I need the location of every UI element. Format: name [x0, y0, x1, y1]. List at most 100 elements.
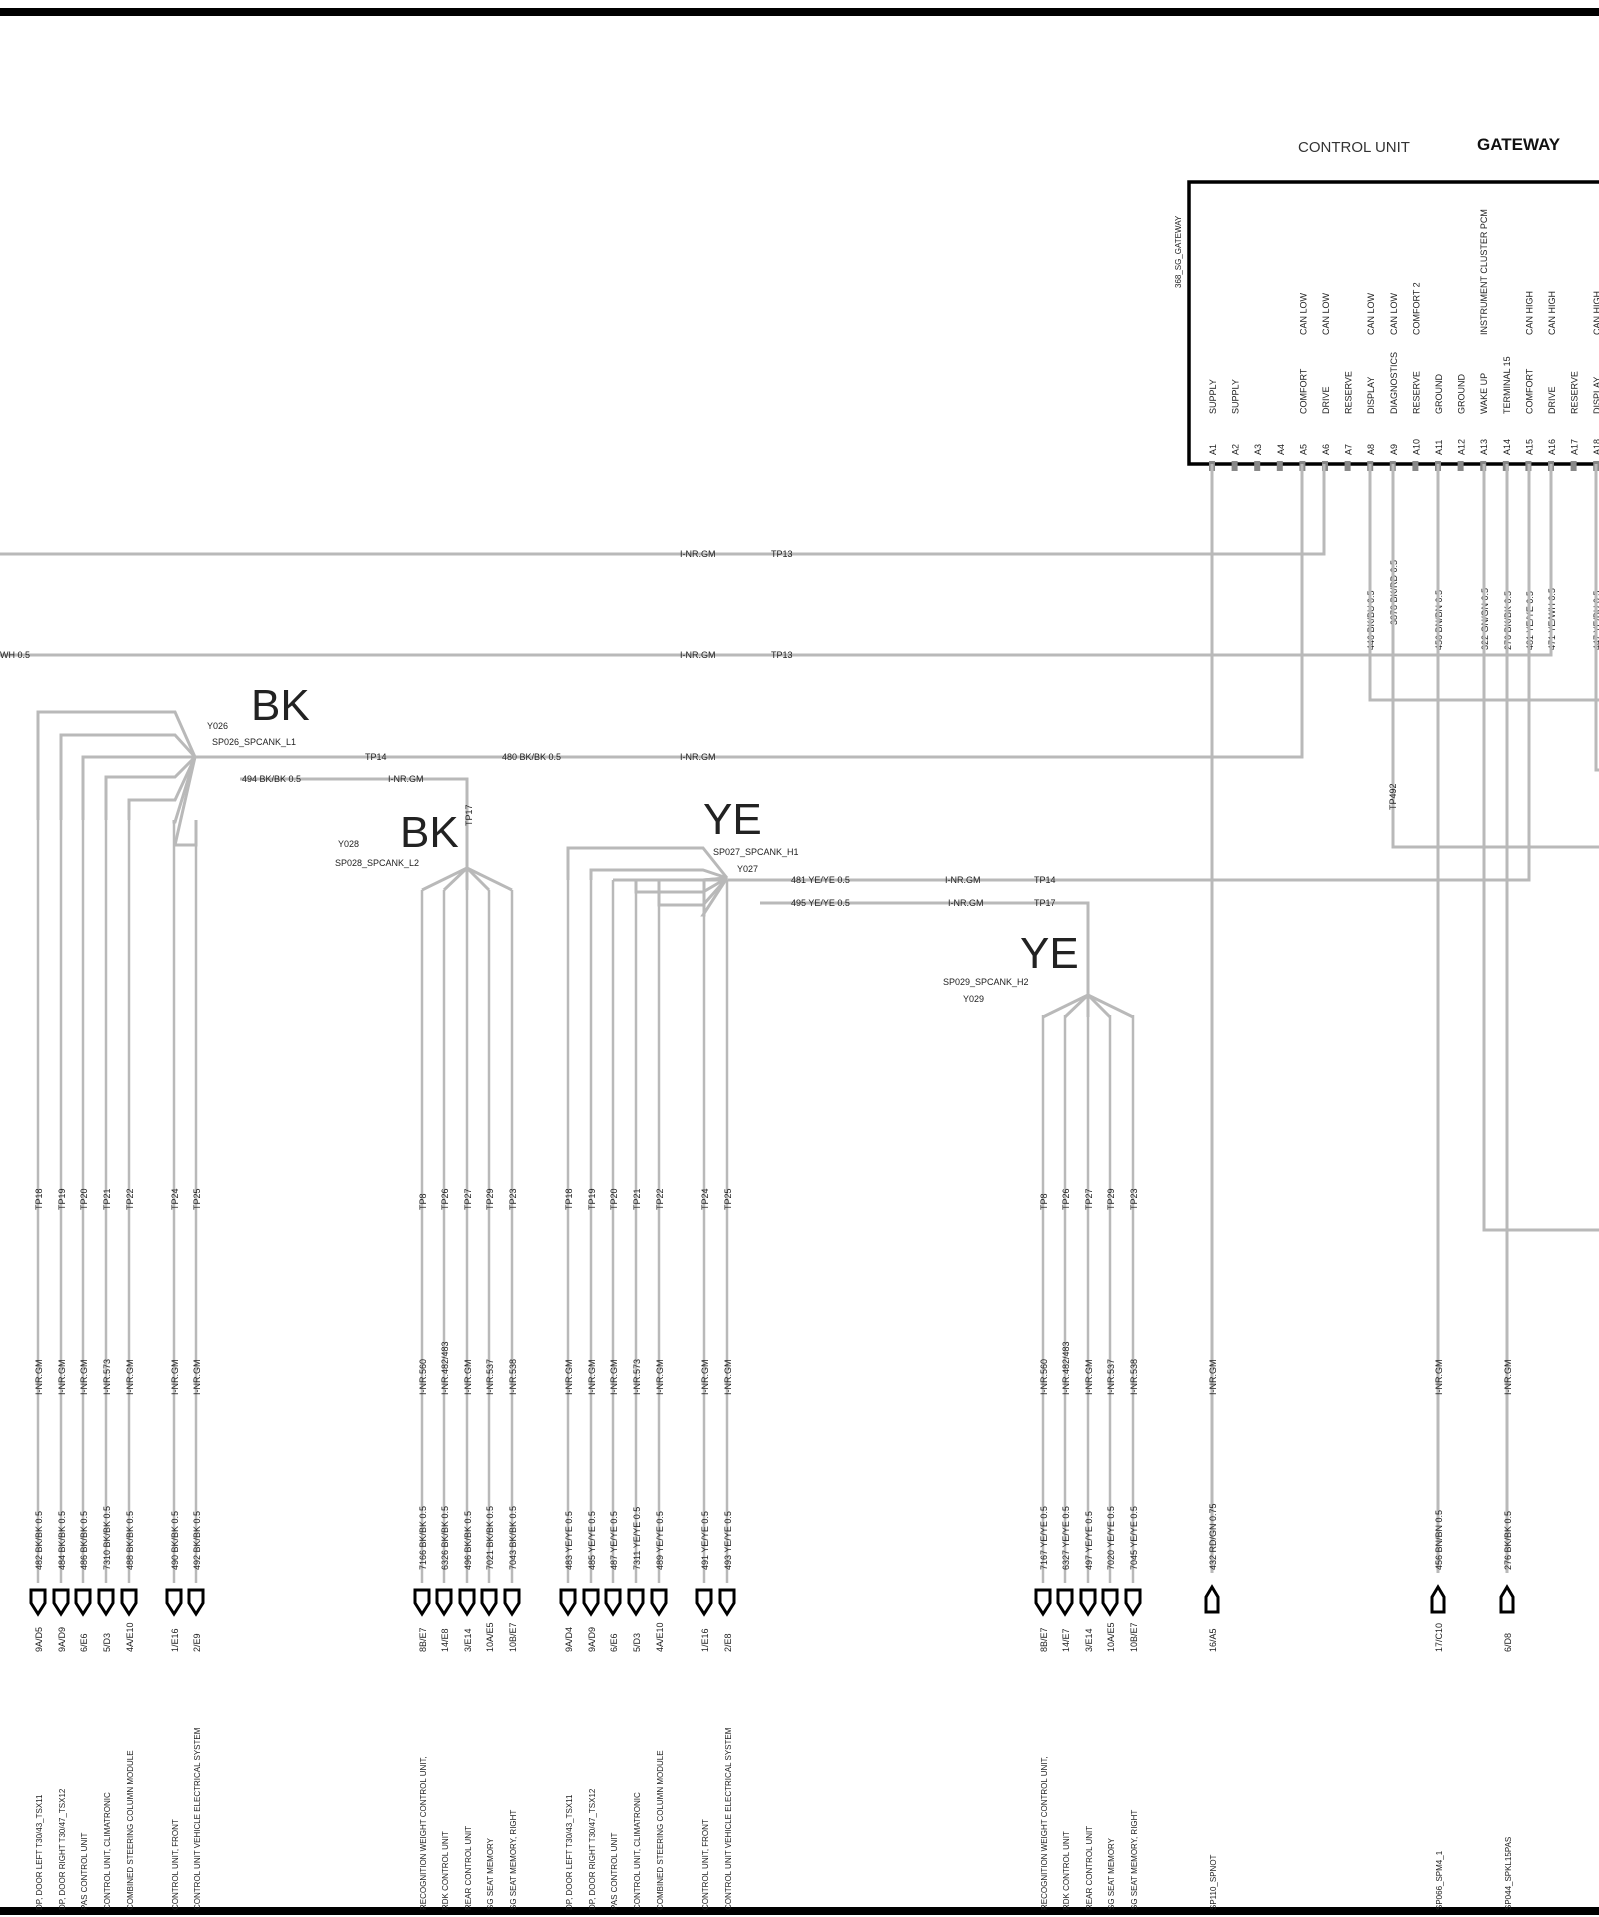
gateway-pin-sig-a8: CAN LOW	[1366, 292, 1376, 335]
ye-h2-fan-line	[1042, 993, 1089, 1019]
control-unit-label: CONTROL UNIT	[1298, 139, 1410, 156]
branch-connector-label: 8B/E7	[1039, 1627, 1049, 1652]
connector-arrow	[29, 1588, 47, 1617]
branch-connector-label: 1/E16	[170, 1628, 180, 1652]
bus-line-a8	[1368, 464, 1599, 702]
branch-destination-label: CONTROL UNIT VEHICLE ELECTRICAL SYSTEM	[193, 1727, 202, 1910]
branch-wire-label: 487 YE/YE 0.5	[609, 1511, 619, 1570]
connector-arrow	[1101, 1588, 1119, 1617]
ye-h1-fan-line	[702, 876, 728, 882]
branch-connector-label: 9A/D4	[564, 1627, 574, 1652]
inr-gm-label-1: I-NR.GM	[680, 549, 716, 559]
branch-wire-label: 432 RD/GN 0.75	[1208, 1503, 1218, 1570]
branch-destination-label: REAR CONTROL UNIT	[464, 1826, 473, 1910]
connector-arrow	[1079, 1588, 1097, 1617]
branch-wire-label: 7311 YE/YE 0.5	[632, 1507, 642, 1570]
branch-inr-label: I-NR.GM	[34, 1360, 44, 1396]
splice-id-y028: Y028	[338, 839, 359, 849]
branch-destination-label: SG SEAT MEMORY, RIGHT	[509, 1810, 518, 1910]
connector-arrow	[1056, 1588, 1074, 1617]
branch-wire-label: 7167 YE/YE 0.5	[1039, 1506, 1049, 1570]
gateway-title: GATEWAY	[1477, 135, 1561, 154]
inr-gm-label-4: I-NR.GM	[388, 774, 424, 784]
gateway-pin-stub	[1457, 461, 1464, 471]
splice-name-y027: SP027_SPCANK_H1	[713, 847, 799, 857]
branch-wire-label: 496 BK/BK 0.5	[463, 1511, 473, 1570]
gateway-pin-func-a9: DIAGNOSTICS	[1389, 352, 1399, 414]
gateway-pin-func-a13: WAKE UP	[1479, 373, 1489, 414]
branch-wire-label: 488 BK/BK 0.5	[125, 1511, 135, 1570]
branch-inr-label: I-NR.573	[102, 1359, 112, 1395]
connector-arrow	[627, 1588, 645, 1617]
branch-destination-label: CONTROL UNIT, FRONT	[701, 1819, 710, 1910]
branch-connector-label: 3/E14	[463, 1628, 473, 1652]
branch-destination-label: RDK CONTROL UNIT	[441, 1831, 450, 1910]
branch-wire-label: 485 YE/YE 0.5	[587, 1511, 597, 1570]
branch-destination-label: SP066_SPM4_1	[1435, 1850, 1444, 1910]
tp17-label-1: TP17	[464, 804, 474, 826]
splice-name-y026: SP026_SPCANK_L1	[212, 737, 296, 747]
gateway-pin-a6: A6	[1321, 444, 1331, 455]
branch-tp-label: TP23	[1129, 1188, 1139, 1210]
tp14-label-1: TP14	[365, 752, 387, 762]
connector-arrow	[559, 1588, 577, 1617]
branch-wire-label: 492 BK/BK 0.5	[192, 1511, 202, 1570]
gateway-pin-sig-a6: CAN LOW	[1321, 292, 1331, 335]
branch-inr-label: I-NR.GM	[1208, 1360, 1218, 1396]
bus-line-a9	[1391, 464, 1599, 849]
connector-arrow	[582, 1588, 600, 1617]
connector-arrow	[480, 1588, 498, 1617]
ye-h1-fan-line	[566, 846, 729, 880]
branch-wire-label: 7021 BK/BK 0.5	[485, 1506, 495, 1570]
ye-h2-fan-line	[1086, 993, 1112, 1019]
connector-arrow	[435, 1588, 453, 1617]
branch-wire-label: 482 BK/BK 0.5	[34, 1511, 44, 1570]
inr-gm-label-6: I-NR.GM	[948, 898, 984, 908]
gateway-pin-a10: A10	[1411, 439, 1421, 455]
branch-destination-label: PAS CONTROL UNIT	[610, 1833, 619, 1910]
branch-connector-label: 10B/E7	[508, 1622, 518, 1652]
branch-connector-label: 2/E8	[723, 1633, 733, 1652]
gateway-pin-stub	[1412, 461, 1419, 471]
gateway-pin-func-a8: DISPLAY	[1366, 377, 1376, 414]
branch-connector-label: 6/E6	[79, 1633, 89, 1652]
bus-line-tp13-a	[0, 464, 1326, 556]
branch-destination-label: DP, DOOR RIGHT T30/47_TSX12	[588, 1788, 597, 1910]
w480-label: 480 BK/BK 0.5	[502, 752, 561, 762]
gateway-pin-a13: A13	[1479, 439, 1489, 455]
branch-connector-label: 1/E16	[700, 1628, 710, 1652]
gateway-pin-func-a1: SUPPLY	[1208, 379, 1218, 414]
splice-id-y027: Y027	[737, 864, 758, 874]
branch-connector-label: 9A/D9	[587, 1627, 597, 1652]
branch-wire-label: 276 BK/BK 0.5	[1503, 1511, 1513, 1570]
branch-destination-label: REAR CONTROL UNIT	[1085, 1826, 1094, 1910]
splice-id-y026: Y026	[207, 721, 228, 731]
branch-destination-label: CONTROL UNIT VEHICLE ELECTRICAL SYSTEM	[724, 1727, 733, 1910]
bus-line-ye-tp17	[760, 901, 1090, 990]
branch-tp-label: TP29	[1106, 1188, 1116, 1210]
branch-destination-label: COMBINED STEERING COLUMN MODULE	[126, 1750, 135, 1910]
branch-destination-label: DP, DOOR LEFT T30/43_TSX11	[565, 1794, 574, 1910]
branch-connector-label: 2/E9	[192, 1633, 202, 1652]
branch-inr-label: I-NR.560	[1039, 1359, 1049, 1395]
branch-tp-label: TP21	[102, 1188, 112, 1210]
splice-reference-marker	[1430, 1584, 1446, 1614]
gateway-pin-func-a15: COMFORT	[1524, 368, 1534, 414]
gateway-pin-a17: A17	[1570, 439, 1580, 455]
bk-l1-fan-line	[59, 733, 197, 820]
splice-reference-marker	[1204, 1584, 1220, 1614]
branch-inr-label: I-NR.GM	[463, 1360, 473, 1396]
tp13-label-2: TP13	[771, 650, 793, 660]
branch-connector-label: 5/D3	[632, 1633, 642, 1652]
bk-l1-fan-line	[36, 710, 197, 820]
splice-color-y026: BK	[251, 681, 310, 730]
gateway-pin-func-a18: DISPLAY	[1592, 377, 1599, 414]
branch-tp-label: TP27	[1084, 1188, 1094, 1210]
gateway-pin-stub	[1344, 461, 1351, 471]
branch-inr-label: I-NR.GM	[700, 1360, 710, 1396]
inr-gm-label-3: I-NR.GM	[680, 752, 716, 762]
branch-inr-label: I-NR.538	[508, 1359, 518, 1395]
branch-tp-label: TP19	[57, 1188, 67, 1210]
